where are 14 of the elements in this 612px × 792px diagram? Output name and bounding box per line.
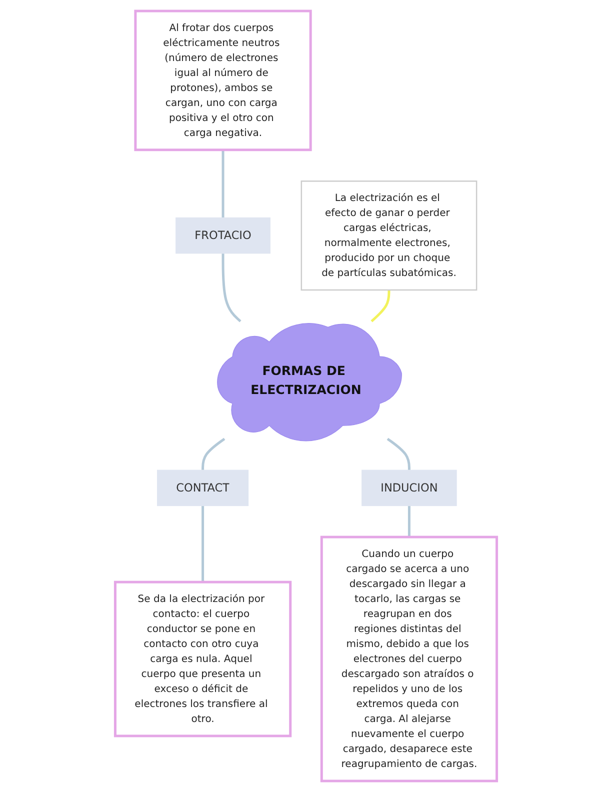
node-box: FROTACIO [176,217,270,254]
node-box: CONTACT [157,470,249,506]
node-box: INDUCION [362,470,457,506]
node-box: Al frotar dos cuerpos eléctricamente neutros (número de electrones igual al número de protones), ambos se cargan, uno con carga positiva y el otro con carga negativa. [134,10,312,152]
connector [222,253,242,322]
node-box: La electrización es el efecto de ganar o perder cargas eléctricas, normalmente electrones, producido por un choque de partículas subatómicas. [300,180,478,291]
connector [202,438,226,470]
connector [202,506,204,582]
connector [408,506,410,538]
connector [386,438,410,470]
node-box: Cuando un cuerpo cargado se acerca a uno descargado sin llegar a tocarlo, las cargas se reagrupan en dos regiones distintas del mismo, debido a que los electrones del cuerpo descargado son atraídos o repelidos y uno de los extremos queda con carga. Al alejarse nuevamente el cuerpo cargado, desaparece este reagrupamiento de cargas. [320,536,498,782]
connector [222,150,224,218]
node-box: Se da la electrización por contacto: el cuerpo conductor se pone en contacto con otro cuya carga es nula. Aquel cuerpo que presenta un exceso o déficit de electrones los transfiere al otro. [114,580,292,738]
connector [370,290,390,322]
